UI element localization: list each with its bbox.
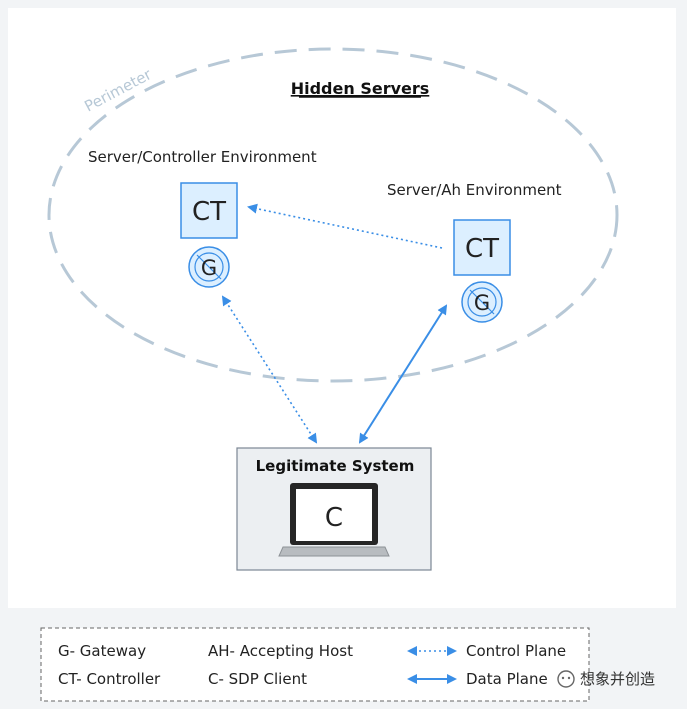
- control-plane-arrow-ct-to-ct: [247, 203, 443, 249]
- controller-right-label: CT: [465, 234, 499, 264]
- legend-data-plane: Data Plane: [466, 670, 548, 688]
- data-plane-arrow: [358, 304, 448, 444]
- legend-gateway: G- Gateway: [58, 642, 146, 660]
- server-controller-env-label: Server/Controller Environment: [88, 148, 317, 166]
- watermark: 想象并创造: [557, 670, 655, 688]
- legend-control-plane: Control Plane: [466, 642, 566, 660]
- gateway-left: G: [188, 246, 230, 288]
- hidden-servers-title: Hidden Servers: [291, 79, 430, 98]
- wechat-icon-eye: [561, 676, 565, 680]
- legend-controller: CT- Controller: [58, 670, 161, 688]
- laptop-base: [278, 546, 390, 557]
- gateway-right: G: [461, 281, 503, 323]
- legitimate-system: Legitimate System C: [236, 447, 432, 571]
- controller-left-box: [180, 182, 238, 239]
- gateway-left-label: G: [201, 256, 217, 280]
- controller-right: CT: [453, 219, 511, 276]
- laptop-screen: [296, 489, 372, 541]
- legend-accepting-host: AH- Accepting Host: [208, 642, 353, 660]
- laptop-icon: C: [278, 483, 390, 557]
- gateway-right-slash: [469, 289, 495, 315]
- gateway-right-inner: [467, 287, 497, 317]
- sdp-client-label: C: [325, 503, 343, 533]
- gateway-left-slash: [196, 254, 222, 280]
- legitimate-system-title: Legitimate System: [256, 457, 415, 475]
- wechat-icon: [557, 670, 575, 688]
- control-plane-arrow-gateway-to-client: [221, 295, 318, 444]
- watermark-text: 想象并创造: [580, 670, 655, 688]
- server-ah-env-label: Server/Ah Environment: [387, 181, 562, 199]
- perimeter-ellipse: [47, 47, 619, 383]
- legend: G- Gateway CT- Controller AH- Accepting …: [40, 627, 590, 702]
- controller-left: CT: [180, 182, 238, 239]
- legend-sdp-client: C- SDP Client: [208, 670, 307, 688]
- controller-right-box: [453, 219, 511, 276]
- controller-left-label: CT: [192, 197, 226, 227]
- gateway-right-label: G: [474, 291, 490, 315]
- gateway-left-inner: [194, 252, 224, 282]
- legend-box: [40, 627, 590, 702]
- wechat-icon-eye-2: [567, 676, 571, 680]
